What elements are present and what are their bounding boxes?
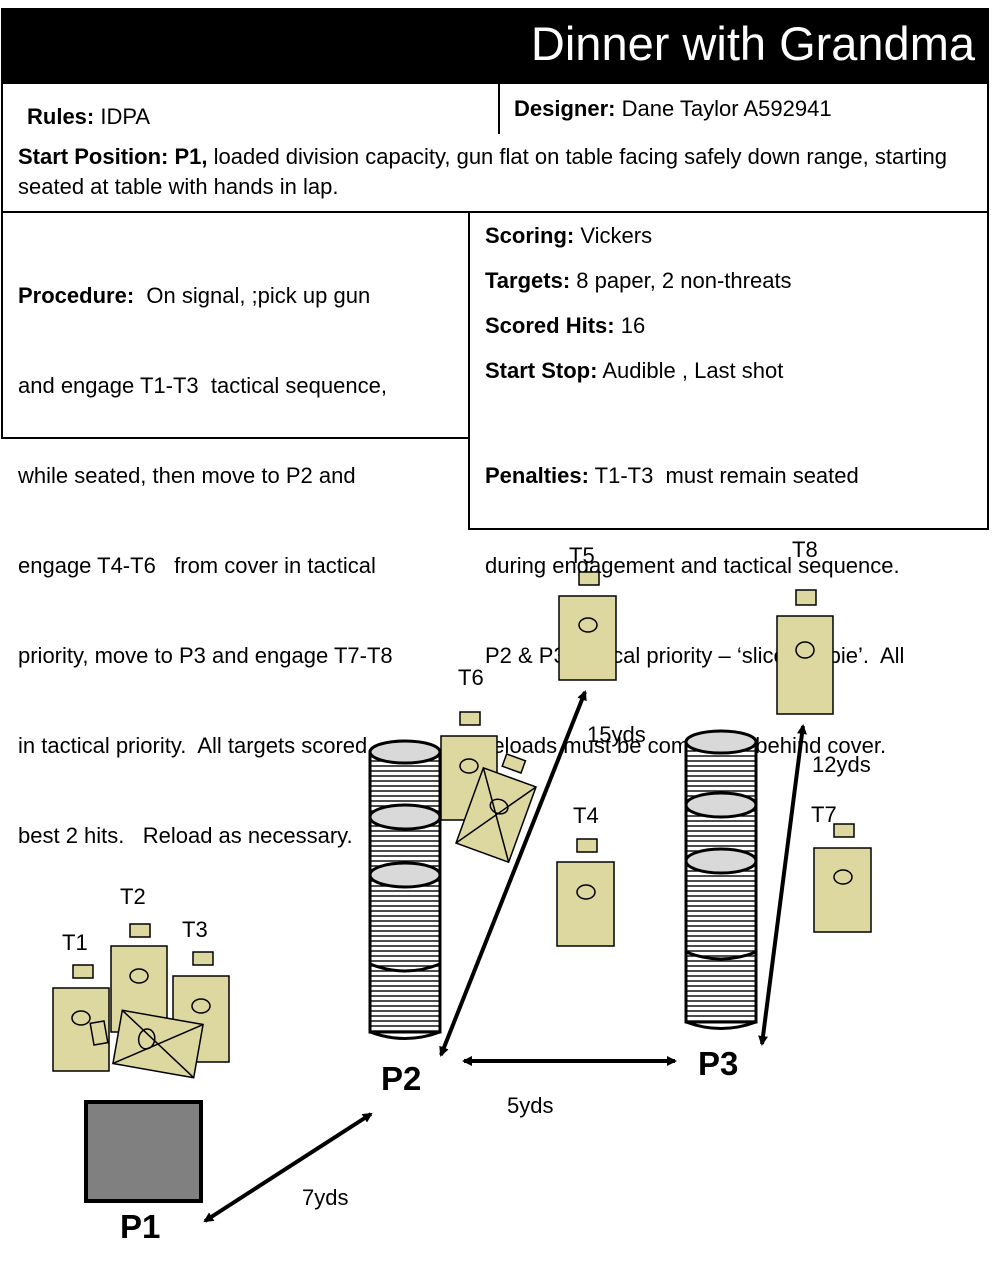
cover-barrels-p3 [684, 729, 758, 1030]
targets-label: Targets: [485, 268, 571, 293]
target-t4 [556, 838, 615, 947]
procedure-line: On signal, ;pick up gun [146, 283, 371, 308]
designer-label: Designer: [514, 96, 616, 121]
procedure-line: priority, move to P3 and engage T7-T8 [18, 643, 393, 668]
start-stop-value: Audible , Last shot [602, 358, 784, 383]
label-t7: T7 [811, 802, 837, 827]
penalties-line: during engagement and tactical sequence. [485, 553, 900, 578]
distance-p2-t5: 15yds [587, 722, 646, 747]
scoring-label: Scoring: [485, 223, 575, 248]
arrow-p3-t8 [758, 724, 807, 1046]
label-t6: T6 [458, 665, 484, 690]
penalties-label: Penalties: [485, 463, 589, 488]
designer-box: Designer: Dane Taylor A592941 [498, 82, 989, 136]
rules-value: IDPA [100, 104, 151, 129]
target-t7 [813, 823, 872, 933]
procedure-line: engage T4-T6 from cover in tactical [18, 553, 376, 578]
scored-hits-value: 16 [620, 313, 646, 338]
start-position-text: loaded division capacity, gun flat on ta… [18, 144, 948, 199]
target-t8 [776, 589, 834, 715]
distance-p3-t8: 12yds [812, 752, 871, 777]
procedure-box: Procedure: On signal, ;pick up gun and e… [1, 211, 472, 848]
distance-p2-p3: 5yds [507, 1093, 553, 1118]
penalties-line: T1-T3 must remain seated [594, 463, 859, 488]
label-p2: P2 [381, 1060, 421, 1097]
distance-p1-p2: 7yds [302, 1185, 348, 1210]
label-p3: P3 [698, 1045, 738, 1082]
label-t4: T4 [573, 803, 599, 828]
start-position-p1: P1, [174, 144, 208, 169]
start-position-box: Start Position: P1, loaded division capa… [1, 134, 989, 213]
label-t1: T1 [62, 930, 88, 955]
table-p1 [84, 1100, 203, 1203]
label-t3: T3 [182, 917, 208, 942]
scoring-value: Vickers [580, 223, 653, 248]
start-stop-label: Start Stop: [485, 358, 598, 383]
targets-value: 8 paper, 2 non-threats [576, 268, 792, 293]
procedure-label: Procedure: [18, 283, 135, 308]
designer-value: Dane Taylor A592941 [621, 96, 832, 121]
target-t5 [558, 571, 617, 681]
rules-label: Rules: [27, 104, 95, 129]
title-bar: Dinner with Grandma [1, 8, 989, 82]
scored-hits-label: Scored Hits: [485, 313, 615, 338]
procedure-line: and engage T1-T3 tactical sequence, [18, 373, 387, 398]
rules-box: Rules: IDPA [1, 82, 500, 136]
details-box: Scoring: Vickers Targets: 8 paper, 2 non… [468, 211, 989, 758]
label-t5: T5 [569, 543, 595, 568]
label-t8: T8 [792, 537, 818, 562]
label-t2: T2 [120, 884, 146, 909]
arrow-p1-p2 [203, 1112, 373, 1223]
procedure-line: best 2 hits. Reload as necessary. [18, 823, 353, 848]
cover-barrels-p2 [368, 739, 442, 1040]
procedure-line: in tactical priority. All targets scored [18, 733, 368, 758]
procedure-line: while seated, then move to P2 and [18, 463, 356, 488]
non-threat-target-1 [89, 1009, 204, 1079]
start-position-label: Start Position: [18, 144, 169, 169]
arrow-p2-t5 [439, 690, 587, 1057]
target-t1 [52, 964, 110, 1072]
page-title: Dinner with Grandma [530, 17, 975, 70]
label-p1: P1 [120, 1208, 160, 1245]
